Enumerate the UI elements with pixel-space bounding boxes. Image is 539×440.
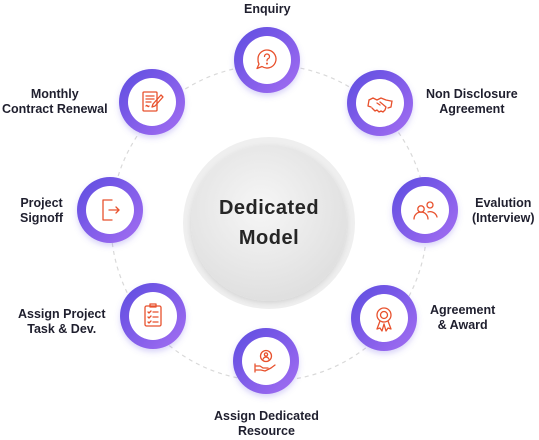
step-node-assign-task <box>120 283 186 349</box>
step-node-renewal <box>119 69 185 135</box>
step-label-agreement: Agreement & Award <box>430 303 496 332</box>
center-title-line1: Dedicated <box>218 197 320 219</box>
signoff-exit-icon <box>102 199 120 221</box>
award-ribbon-icon <box>376 307 392 332</box>
step-label-assign-resource: Assign Dedicated Resource <box>214 409 319 438</box>
step-label-enquiry: Enquiry <box>244 2 291 16</box>
center-title: Dedicated Model <box>184 138 354 308</box>
step-node-assign-resource <box>233 328 299 394</box>
center-title-line2: Model <box>238 227 300 249</box>
step-node-enquiry <box>234 27 300 93</box>
step-node-nda <box>347 70 413 136</box>
step-node-evaluation <box>392 177 458 243</box>
step-node-signoff <box>77 177 143 243</box>
step-label-signoff: Project Signoff <box>20 196 64 225</box>
handshake-icon <box>367 97 393 113</box>
checklist-icon <box>144 303 162 327</box>
question-bubble-icon <box>256 49 277 70</box>
step-label-evaluation: Evalution (Interview) <box>472 196 535 225</box>
step-node-agreement <box>351 285 417 351</box>
resource-hand-icon <box>254 349 276 373</box>
step-label-renewal: Monthly Contract Renewal <box>2 87 108 116</box>
contract-pen-icon <box>142 91 164 112</box>
step-label-nda: Non Disclosure Agreement <box>426 87 518 116</box>
people-icon <box>413 201 438 220</box>
step-label-assign-task: Assign Project Task & Dev. <box>18 307 106 336</box>
center-disc <box>191 145 347 301</box>
